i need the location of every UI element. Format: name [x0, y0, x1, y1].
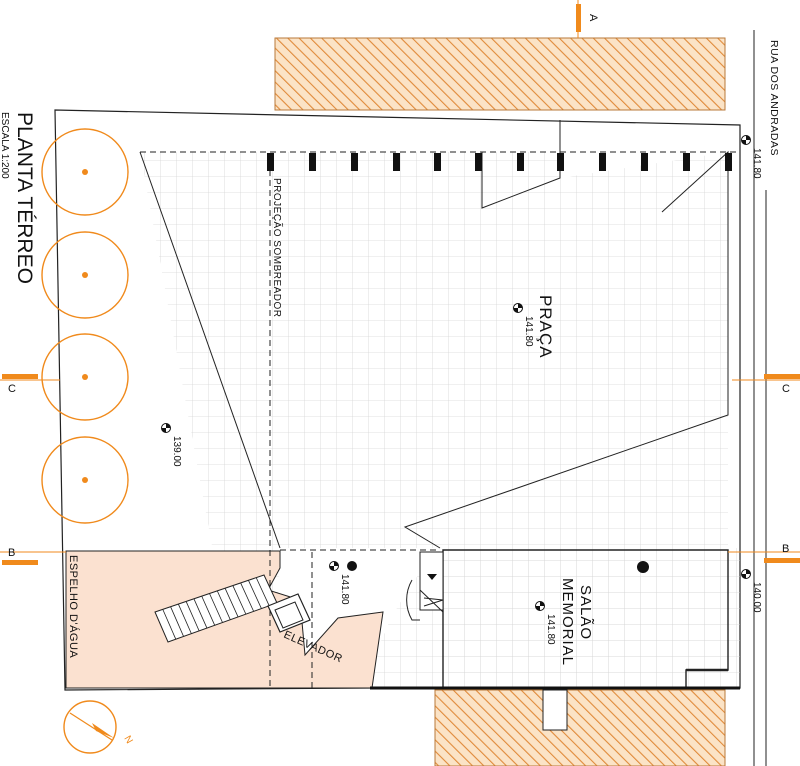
sombreador-column	[641, 153, 648, 171]
room-praca-label: PRAÇA	[536, 295, 555, 359]
level-marker-left: 139.00	[161, 423, 182, 467]
stair-tread	[177, 603, 192, 634]
neighbor-notch	[542, 689, 568, 731]
stair-tread	[170, 606, 184, 637]
level-value-elevador: 141.80	[339, 574, 350, 605]
section-c-label-left: C	[8, 383, 16, 395]
neighbor-building-bottom	[434, 689, 726, 766]
stair-tread	[201, 595, 216, 626]
sombreador-column	[517, 153, 524, 171]
plaza-notch	[481, 120, 561, 209]
sombreador-column	[267, 153, 274, 171]
tree-icon	[41, 231, 129, 319]
level-value-salao: 141.80	[545, 614, 556, 645]
level-value-street: 141.80	[751, 148, 762, 179]
sombreador-column	[393, 153, 400, 171]
stair-tread	[209, 593, 223, 623]
tree-icon	[41, 128, 129, 216]
door-swing	[406, 579, 420, 621]
north-label: N	[121, 734, 134, 746]
section-b-label-left: B	[8, 547, 15, 559]
neighbor-building-top	[274, 37, 726, 111]
room-salao-label-1: SALÃO	[577, 585, 594, 640]
sombreador-columns	[267, 153, 732, 171]
stair-tread	[240, 582, 255, 612]
level-marker-praca: 141.80	[513, 303, 534, 347]
sombreador-column	[599, 153, 606, 171]
sombreador-column	[475, 153, 482, 171]
stair-tread	[193, 598, 208, 629]
section-c-label-right: C	[782, 383, 790, 395]
section-a-label: A	[587, 14, 599, 22]
level-value-praca: 141.80	[523, 316, 534, 347]
plaza-edge-right	[403, 150, 729, 549]
plan-title: PLANTA TÉRREO	[13, 112, 36, 284]
sombreador-column	[557, 153, 564, 171]
trees	[41, 128, 129, 524]
elevator	[267, 593, 311, 633]
level-marker-elevador: 141.80	[329, 561, 350, 605]
plaza-column	[347, 561, 357, 571]
stair-tread	[216, 590, 231, 620]
stair-tread	[162, 609, 177, 640]
stair-tread	[185, 601, 200, 632]
room-salao-label-2: MEMORIAL	[559, 578, 576, 666]
section-marker-c: C C	[0, 374, 800, 395]
tree-icon	[41, 333, 129, 421]
section-marker-a: A	[576, 0, 599, 38]
sombreador-column	[309, 153, 316, 171]
sombreador-column	[351, 153, 358, 171]
level-marker-street: 141.80	[741, 135, 762, 179]
stair-tread	[232, 585, 247, 615]
level-value-left: 139.00	[171, 436, 182, 467]
stair-tread	[248, 580, 262, 609]
tree-icon	[41, 436, 129, 524]
water-mirror-label: ESPELHO D'ÁGUA	[67, 555, 80, 658]
sombreador-column	[725, 153, 732, 171]
plaza-edge-left	[139, 151, 281, 549]
salao-stair	[419, 551, 444, 613]
section-marker-b: B B	[0, 543, 800, 565]
sombreador-column	[683, 153, 690, 171]
north-arrow-icon: N	[63, 700, 135, 754]
sombreador-column	[434, 153, 441, 171]
salao-column	[637, 561, 649, 573]
street-name: RUA DOS ANDRADAS	[768, 40, 780, 156]
level-marker-right: 140.00	[741, 569, 762, 613]
stair-tread	[255, 577, 270, 606]
projection-label: PROJEÇÃO SOMBREADOR	[271, 178, 284, 318]
level-markers: 141.80 141.80 139.00 141.80 141.80 140.00	[161, 135, 762, 645]
section-b-label-right: B	[782, 543, 789, 555]
stair-tread	[224, 588, 239, 618]
level-value-right: 140.00	[751, 582, 762, 613]
plan-scale: ESCALA 1:200	[0, 112, 10, 179]
level-marker-salao: 141.80	[535, 601, 556, 645]
